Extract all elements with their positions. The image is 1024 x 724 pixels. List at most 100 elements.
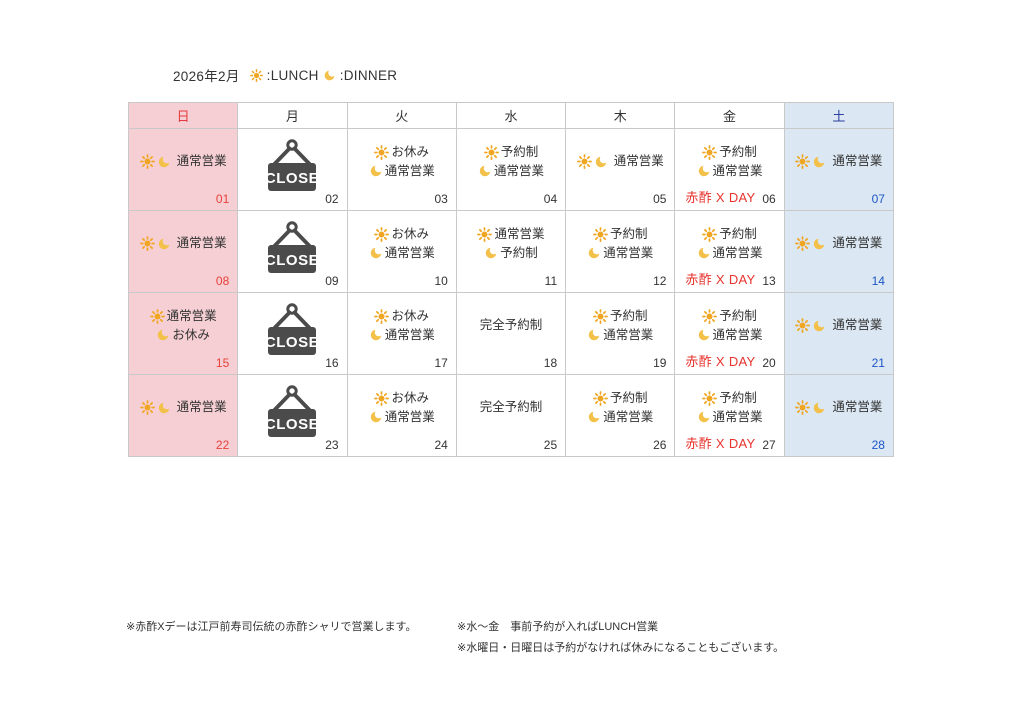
moon-icon <box>369 410 383 424</box>
cell-schedule: 通常営業 <box>785 293 893 358</box>
date-number: 24 <box>434 438 448 452</box>
date-number: 28 <box>871 438 885 452</box>
akasu-x-day-badge: 赤酢 X DAY <box>685 354 756 369</box>
close-sign: CLOSE <box>265 220 319 273</box>
schedule-text: 通常営業 <box>176 236 227 250</box>
schedule-line: お休み <box>374 389 429 408</box>
moon-icon <box>587 410 601 424</box>
weekday-header-6: 土 <box>784 103 894 129</box>
date-number: 18 <box>543 356 558 370</box>
schedule-line: 予約制 <box>483 143 538 162</box>
schedule-text: 完全予約制 <box>479 400 543 414</box>
date-number: 15 <box>215 356 230 370</box>
schedule-text: 通常営業 <box>176 154 227 168</box>
sun-icon <box>702 144 718 160</box>
schedule-line: 通常営業 <box>587 244 653 263</box>
cell-schedule: 通常営業予約制 <box>457 211 565 276</box>
schedule-text: 予約制 <box>719 308 757 323</box>
moon-icon <box>812 237 826 251</box>
close-sign-wrap: CLOSE <box>238 129 346 202</box>
schedule-text: 予約制 <box>610 390 648 405</box>
date-number: 20 <box>762 356 776 370</box>
legend-lunch-label: :LUNCH <box>266 67 319 83</box>
cell-schedule: 予約制通常営業 <box>675 293 783 358</box>
moon-icon <box>157 155 171 169</box>
moon-icon <box>697 410 711 424</box>
schedule-line: 通常営業 <box>139 234 227 253</box>
schedule-line: お休み <box>374 143 429 162</box>
moon-icon <box>157 237 171 251</box>
note-closed-without-reservation: ※水曜日・日曜日は予約がなければ休みになることもございます。 <box>457 642 785 654</box>
schedule-line: 通常営業 <box>149 307 217 326</box>
cell-schedule: 予約制通常営業 <box>675 211 783 276</box>
schedule-line: 通常営業 <box>697 244 763 263</box>
calendar-cell-day-09: CLOSE 09 <box>238 211 348 293</box>
schedule-text: 予約制 <box>610 308 648 323</box>
sun-icon <box>139 236 155 251</box>
schedule-text: 通常営業 <box>384 163 435 178</box>
cell-schedule: 通常営業 <box>785 375 893 440</box>
cell-schedule: お休み通常営業 <box>348 293 456 358</box>
date-number: 19 <box>653 356 667 370</box>
moon-icon <box>484 246 498 260</box>
note-lunch-reservation: ※水〜金 事前予約が入ればLUNCH営業 <box>457 621 659 633</box>
moon-icon <box>587 328 601 342</box>
cell-schedule: お休み通常営業 <box>348 211 456 276</box>
moon-icon <box>812 155 826 169</box>
schedule-line: 予約制 <box>702 307 757 326</box>
date-number: 05 <box>653 192 667 206</box>
close-sign-wrap: CLOSE <box>238 375 346 448</box>
sun-icon <box>593 226 608 242</box>
schedule-line: お休み <box>374 307 429 326</box>
cell-schedule: お休み通常営業 <box>348 375 456 440</box>
schedule-line: 通常営業 <box>369 162 435 181</box>
weekday-header-0: 日 <box>129 103 239 129</box>
weekday-header-5: 金 <box>675 103 785 129</box>
weekday-header-2: 火 <box>347 103 457 129</box>
schedule-text: 通常営業 <box>384 327 435 342</box>
schedule-line: 通常営業 <box>587 408 653 427</box>
schedule-text: 通常営業 <box>176 400 227 414</box>
schedule-line: 通常営業 <box>139 152 227 171</box>
schedule-line: 予約制 <box>702 225 757 244</box>
sun-icon <box>795 236 811 251</box>
date-number: 09 <box>325 274 339 288</box>
close-sign: CLOSE <box>265 384 319 437</box>
schedule-text: お休み <box>391 308 429 323</box>
date-number: 22 <box>215 438 230 452</box>
svg-text:CLOSE: CLOSE <box>265 252 319 269</box>
date-number: 14 <box>871 274 885 288</box>
sun-icon <box>374 226 390 242</box>
schedule-text: お休み <box>172 327 210 342</box>
sun-icon <box>139 400 155 415</box>
calendar-cell-day-15: 通常営業お休み 15 <box>129 293 239 375</box>
cell-schedule: 予約制通常営業 <box>675 375 783 440</box>
cell-schedule: 通常営業 <box>785 129 893 194</box>
schedule-text: 予約制 <box>719 390 757 405</box>
cell-schedule: お休み通常営業 <box>348 129 456 194</box>
schedule-line: 完全予約制 <box>480 316 543 335</box>
date-number: 04 <box>543 192 558 206</box>
moon-icon <box>323 69 336 82</box>
cell-schedule: 予約制通常営業 <box>566 293 674 358</box>
schedule-text: 通常営業 <box>832 236 883 250</box>
sun-icon <box>702 308 718 324</box>
schedule-line: 予約制 <box>702 143 757 162</box>
akasu-x-day-badge: 赤酢 X DAY <box>685 190 756 205</box>
schedule-text: 通常営業 <box>494 226 545 241</box>
schedule-line: 通常営業 <box>697 408 763 427</box>
date-number: 13 <box>762 274 776 288</box>
schedule-text: 通常営業 <box>712 245 763 260</box>
schedule-line: 通常営業 <box>369 326 435 345</box>
